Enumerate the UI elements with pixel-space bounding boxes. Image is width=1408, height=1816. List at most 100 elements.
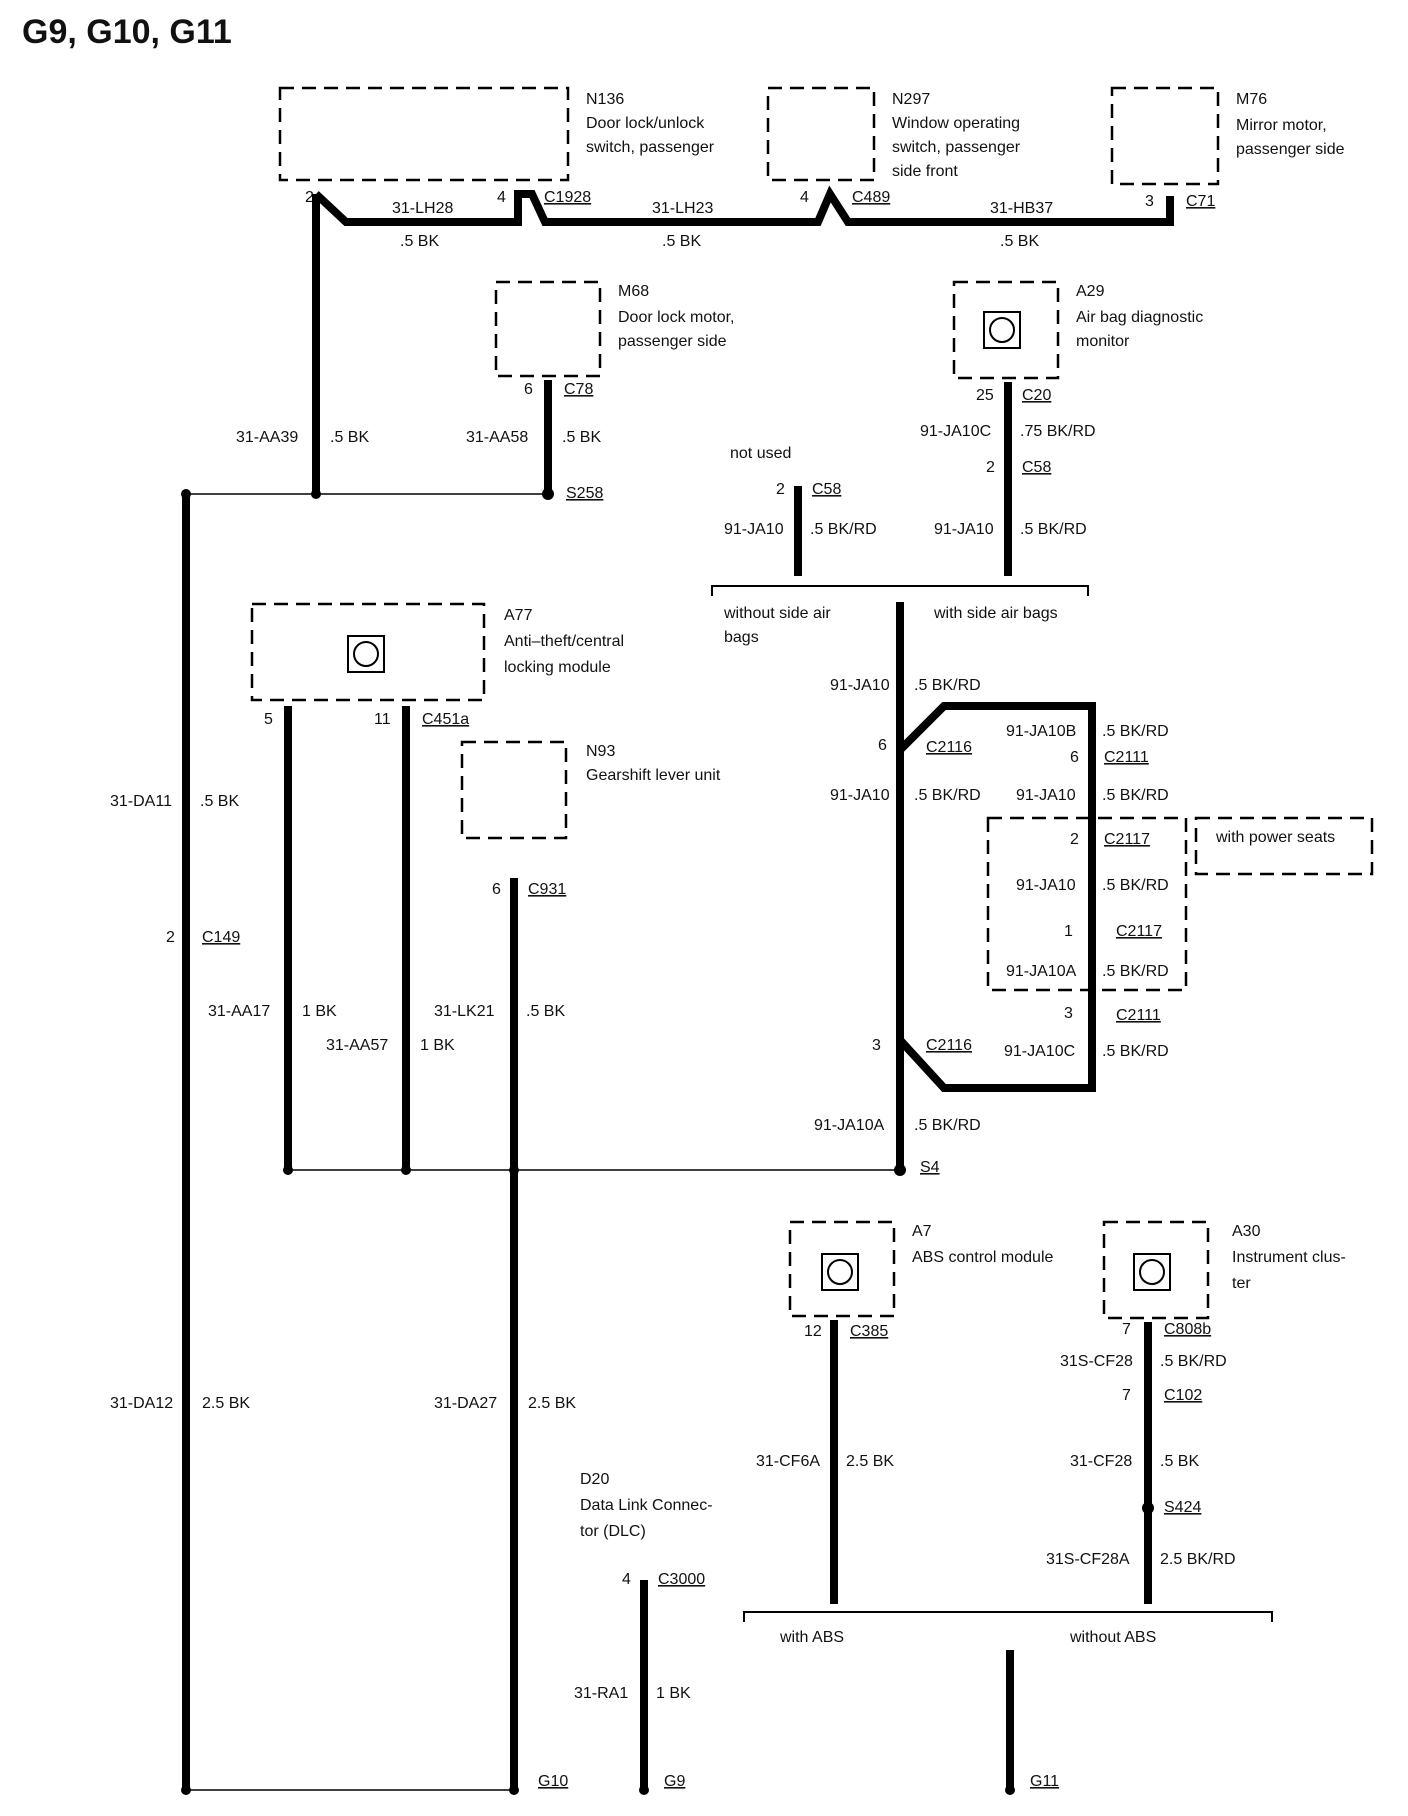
splice-s424: S424 bbox=[1164, 1499, 1201, 1516]
n93-desc: Gearshift lever unit bbox=[586, 767, 721, 784]
wire-ja10c-label: 91-JA10C bbox=[920, 423, 991, 440]
c2111-pin-3: 3 bbox=[1064, 1005, 1073, 1022]
wire-ja10c-gauge: .75 BK/RD bbox=[1020, 423, 1096, 440]
c2116-pin-3: 3 bbox=[872, 1037, 881, 1054]
without-abs: without ABS bbox=[1069, 1629, 1156, 1646]
splice-dot bbox=[1142, 1502, 1154, 1514]
connector-c20: C20 bbox=[1022, 387, 1051, 404]
m76-id: M76 bbox=[1236, 91, 1267, 108]
c2117-pin-2: 2 bbox=[1070, 831, 1079, 848]
connector-c2116b: C2116 bbox=[926, 1037, 972, 1054]
wire-lh23-label: 31-LH23 bbox=[652, 200, 713, 217]
n297-desc3: side front bbox=[892, 163, 958, 180]
wire-aa57-gauge: 1 BK bbox=[420, 1037, 455, 1054]
a77-pin-11: 11 bbox=[374, 711, 391, 728]
m76-desc: Mirror motor, bbox=[1236, 117, 1327, 134]
c149-pin-2: 2 bbox=[166, 929, 175, 946]
n93-pin-6: 6 bbox=[492, 881, 501, 898]
connector-c58a: C58 bbox=[812, 481, 841, 498]
splice-dot bbox=[1005, 1785, 1015, 1795]
a7-id: A7 bbox=[912, 1223, 932, 1240]
component-m76-box bbox=[1110, 86, 1220, 186]
component-n93-box bbox=[460, 740, 568, 840]
connector-c58b: C58 bbox=[1022, 459, 1051, 476]
a29-pin-25: 25 bbox=[976, 387, 994, 404]
wire-hb37-label: 31-HB37 bbox=[990, 200, 1053, 217]
wire-ja10-s-label: 91-JA10 bbox=[1016, 787, 1076, 804]
m68-pin-6: 6 bbox=[524, 381, 533, 398]
a77-id: A77 bbox=[504, 607, 533, 624]
power-seats-note-box bbox=[1194, 816, 1374, 876]
wire-hb37-gauge: .5 BK bbox=[1000, 233, 1039, 250]
n136-id: N136 bbox=[586, 91, 624, 108]
wire-aa39-gauge: .5 BK bbox=[330, 429, 369, 446]
a30-desc: Instrument clus- bbox=[1232, 1249, 1346, 1266]
a7-pin-12: 12 bbox=[804, 1323, 822, 1340]
with-side-airbags: with side air bags bbox=[933, 605, 1058, 622]
n136-pin-2: 2 bbox=[305, 189, 314, 206]
with-abs: with ABS bbox=[779, 1629, 844, 1646]
c58-pin-2a: 2 bbox=[776, 481, 785, 498]
c102-pin-7: 7 bbox=[1122, 1387, 1131, 1404]
a77-desc2: locking module bbox=[504, 659, 611, 676]
connector-c149: C149 bbox=[202, 929, 240, 946]
a30-id: A30 bbox=[1232, 1223, 1261, 1240]
module-icon bbox=[347, 635, 385, 673]
n136-desc: Door lock/unlock bbox=[586, 115, 705, 132]
component-a30-box bbox=[1102, 1220, 1210, 1320]
module-icon bbox=[821, 1253, 859, 1291]
connector-c808b: C808b bbox=[1164, 1321, 1211, 1338]
module-icon bbox=[353, 641, 379, 667]
connector-c2117b: C2117 bbox=[1116, 923, 1162, 940]
connector-c931: C931 bbox=[528, 881, 566, 898]
wire-da11-label: 31-DA11 bbox=[110, 793, 172, 810]
connector-c2116a: C2116 bbox=[926, 739, 972, 756]
n297-id: N297 bbox=[892, 91, 930, 108]
a29-desc2: monitor bbox=[1076, 333, 1130, 350]
m68-id: M68 bbox=[618, 283, 649, 300]
wire-aa58-label: 31-AA58 bbox=[466, 429, 528, 446]
n136-desc2: switch, passenger bbox=[586, 139, 715, 156]
wire-ja10-r-label: 91-JA10 bbox=[934, 521, 994, 538]
module-icon bbox=[1139, 1259, 1165, 1285]
page-title: G9, G10, G11 bbox=[22, 13, 232, 51]
module-icon bbox=[1133, 1253, 1171, 1291]
connector-c385: C385 bbox=[850, 1323, 888, 1340]
wire-ja10-l-label: 91-JA10 bbox=[724, 521, 784, 538]
component-m68-box bbox=[494, 280, 602, 378]
a77-pin-5: 5 bbox=[264, 711, 273, 728]
module-icon bbox=[827, 1259, 853, 1285]
wire-ja10-t-gauge: .5 BK/RD bbox=[1102, 877, 1169, 894]
wire-ja10-r-gauge: .5 BK/RD bbox=[1020, 521, 1087, 538]
wire-cf28s-label: 31S-CF28 bbox=[1060, 1353, 1133, 1370]
power-seats-note: with power seats bbox=[1215, 829, 1335, 846]
wire-ja10-mid-gauge: .5 BK/RD bbox=[914, 677, 981, 694]
wire-ja10c-b-label: 91-JA10C bbox=[1004, 1043, 1075, 1060]
wire-ja10-mid-label: 91-JA10 bbox=[830, 677, 890, 694]
connector-c2117a: C2117 bbox=[1104, 831, 1150, 848]
n136-pin-4: 4 bbox=[497, 189, 506, 206]
wire-ja10-l-gauge: .5 BK/RD bbox=[810, 521, 877, 538]
n297-desc: Window operating bbox=[892, 115, 1020, 132]
d20-desc: Data Link Connec- bbox=[580, 1497, 713, 1514]
n297-pin-4: 4 bbox=[800, 189, 809, 206]
wire-cf28-gauge: .5 BK bbox=[1160, 1453, 1199, 1470]
wire-lh23-gauge: .5 BK bbox=[662, 233, 701, 250]
wire-da12-gauge: 2.5 BK bbox=[202, 1395, 250, 1412]
wire-top-chain bbox=[313, 185, 1174, 226]
wire-cf6a-gauge: 2.5 BK bbox=[846, 1453, 894, 1470]
wire-ja10a-r-gauge: .5 BK/RD bbox=[1102, 963, 1169, 980]
wire-aa57-label: 31-AA57 bbox=[326, 1037, 388, 1054]
component-a29-box bbox=[952, 280, 1060, 380]
splice-s4: S4 bbox=[920, 1159, 940, 1176]
m68-desc2: passenger side bbox=[618, 333, 727, 350]
wire-ja10b-gauge: .5 BK/RD bbox=[1102, 723, 1169, 740]
a29-id: A29 bbox=[1076, 283, 1105, 300]
wire-ja10-t-label: 91-JA10 bbox=[1016, 877, 1076, 894]
ground-g9: G9 bbox=[664, 1773, 685, 1790]
wire-da11-gauge: .5 BK bbox=[200, 793, 239, 810]
splice-dot bbox=[639, 1785, 649, 1795]
connector-c489: C489 bbox=[852, 189, 890, 206]
wire-lh28-label: 31-LH28 bbox=[392, 200, 453, 217]
